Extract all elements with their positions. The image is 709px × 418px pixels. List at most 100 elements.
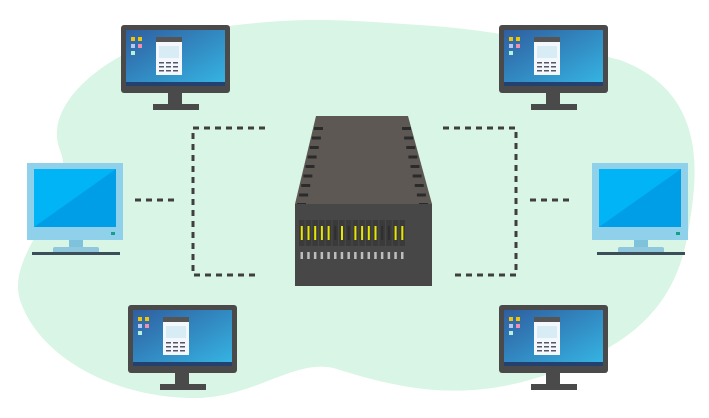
desktop-icon xyxy=(138,324,142,328)
port-led xyxy=(367,226,370,240)
workstation-top-left[interactable] xyxy=(121,25,230,110)
window-content xyxy=(537,46,557,58)
port-led xyxy=(374,226,377,240)
monitor-neck xyxy=(546,372,560,384)
text-line xyxy=(551,62,556,64)
monitor-base xyxy=(531,104,577,110)
desktop-icon xyxy=(131,51,135,55)
workstation-top-right[interactable] xyxy=(499,25,608,110)
monitor-neck xyxy=(168,92,182,104)
text-line xyxy=(544,62,549,64)
port-led xyxy=(361,226,364,240)
window-content xyxy=(166,326,186,338)
text-line xyxy=(551,66,556,68)
network-links xyxy=(135,126,572,277)
text-line xyxy=(173,350,178,352)
text-line xyxy=(551,350,556,352)
port-indicator xyxy=(327,252,330,259)
port-led xyxy=(334,226,337,240)
vent-slot xyxy=(410,165,420,168)
port-indicator xyxy=(340,252,344,259)
port-indicator xyxy=(394,252,397,259)
vent-slot xyxy=(406,146,416,149)
monitor-base xyxy=(160,384,206,390)
workstation-bottom-left[interactable] xyxy=(128,305,237,390)
screen-glare xyxy=(599,169,681,227)
vent-slot xyxy=(299,193,309,197)
vent-slot xyxy=(301,184,311,187)
port-led xyxy=(354,226,357,240)
taskbar xyxy=(504,362,603,366)
switch-top xyxy=(295,116,432,204)
text-line xyxy=(166,350,171,352)
desktop-icon xyxy=(131,37,135,41)
text-line xyxy=(180,346,185,348)
text-line xyxy=(544,66,549,68)
text-line xyxy=(551,342,556,344)
text-line xyxy=(166,70,171,72)
desktop-icon xyxy=(516,317,520,321)
vent-slot xyxy=(408,155,418,159)
monitor-neck xyxy=(175,372,189,384)
workstation-left[interactable] xyxy=(27,163,123,255)
port-led xyxy=(387,226,390,240)
vent-slot xyxy=(404,136,414,140)
desk-line xyxy=(597,252,685,255)
power-led xyxy=(676,232,680,235)
taskbar xyxy=(133,362,232,366)
port-led xyxy=(300,226,303,240)
vent-slot xyxy=(402,127,411,130)
desktop-icon xyxy=(509,37,513,41)
port-indicator xyxy=(313,252,317,259)
text-line xyxy=(537,346,542,348)
window-content xyxy=(159,46,179,58)
network-switch[interactable] xyxy=(295,116,432,286)
text-line xyxy=(544,350,549,352)
text-line xyxy=(537,350,542,352)
text-line xyxy=(173,346,178,348)
monitor-neck xyxy=(546,92,560,104)
power-led xyxy=(111,232,115,235)
desktop-icon xyxy=(516,44,520,48)
port-indicator xyxy=(360,252,364,259)
port-led xyxy=(341,226,343,240)
text-line xyxy=(166,346,171,348)
port-indicator xyxy=(307,252,310,259)
port-led xyxy=(347,226,350,240)
port-indicator xyxy=(401,252,404,259)
window-content xyxy=(537,326,557,338)
monitor-neck xyxy=(69,239,83,249)
port-indicator xyxy=(320,252,324,259)
desktop-icon xyxy=(138,37,142,41)
taskbar xyxy=(126,82,225,86)
text-line xyxy=(173,70,178,72)
text-line xyxy=(551,346,556,348)
window-titlebar xyxy=(534,37,560,42)
port-led xyxy=(394,226,397,240)
desktop-icon xyxy=(516,324,520,328)
monitor-base xyxy=(153,104,199,110)
vent-slot xyxy=(303,174,313,178)
workstation-bottom-right[interactable] xyxy=(499,305,608,390)
port-led xyxy=(401,226,404,240)
text-line xyxy=(180,342,185,344)
desktop-icon xyxy=(145,324,149,328)
link-top-right xyxy=(443,126,518,277)
port-led xyxy=(314,226,317,240)
window-titlebar xyxy=(534,317,560,322)
port-indicator xyxy=(347,252,350,259)
port-indicator xyxy=(380,252,384,259)
text-line xyxy=(173,66,178,68)
link-top-left xyxy=(191,126,265,277)
workstation-right[interactable] xyxy=(592,163,688,255)
vent-slot xyxy=(314,127,323,130)
window-titlebar xyxy=(163,317,189,322)
desktop-icon xyxy=(138,331,142,335)
monitor-base xyxy=(531,384,577,390)
text-line xyxy=(173,62,178,64)
port-led xyxy=(327,226,330,240)
vent-slot xyxy=(309,146,319,149)
port-indicator xyxy=(354,252,357,259)
desktop-icon xyxy=(138,44,142,48)
